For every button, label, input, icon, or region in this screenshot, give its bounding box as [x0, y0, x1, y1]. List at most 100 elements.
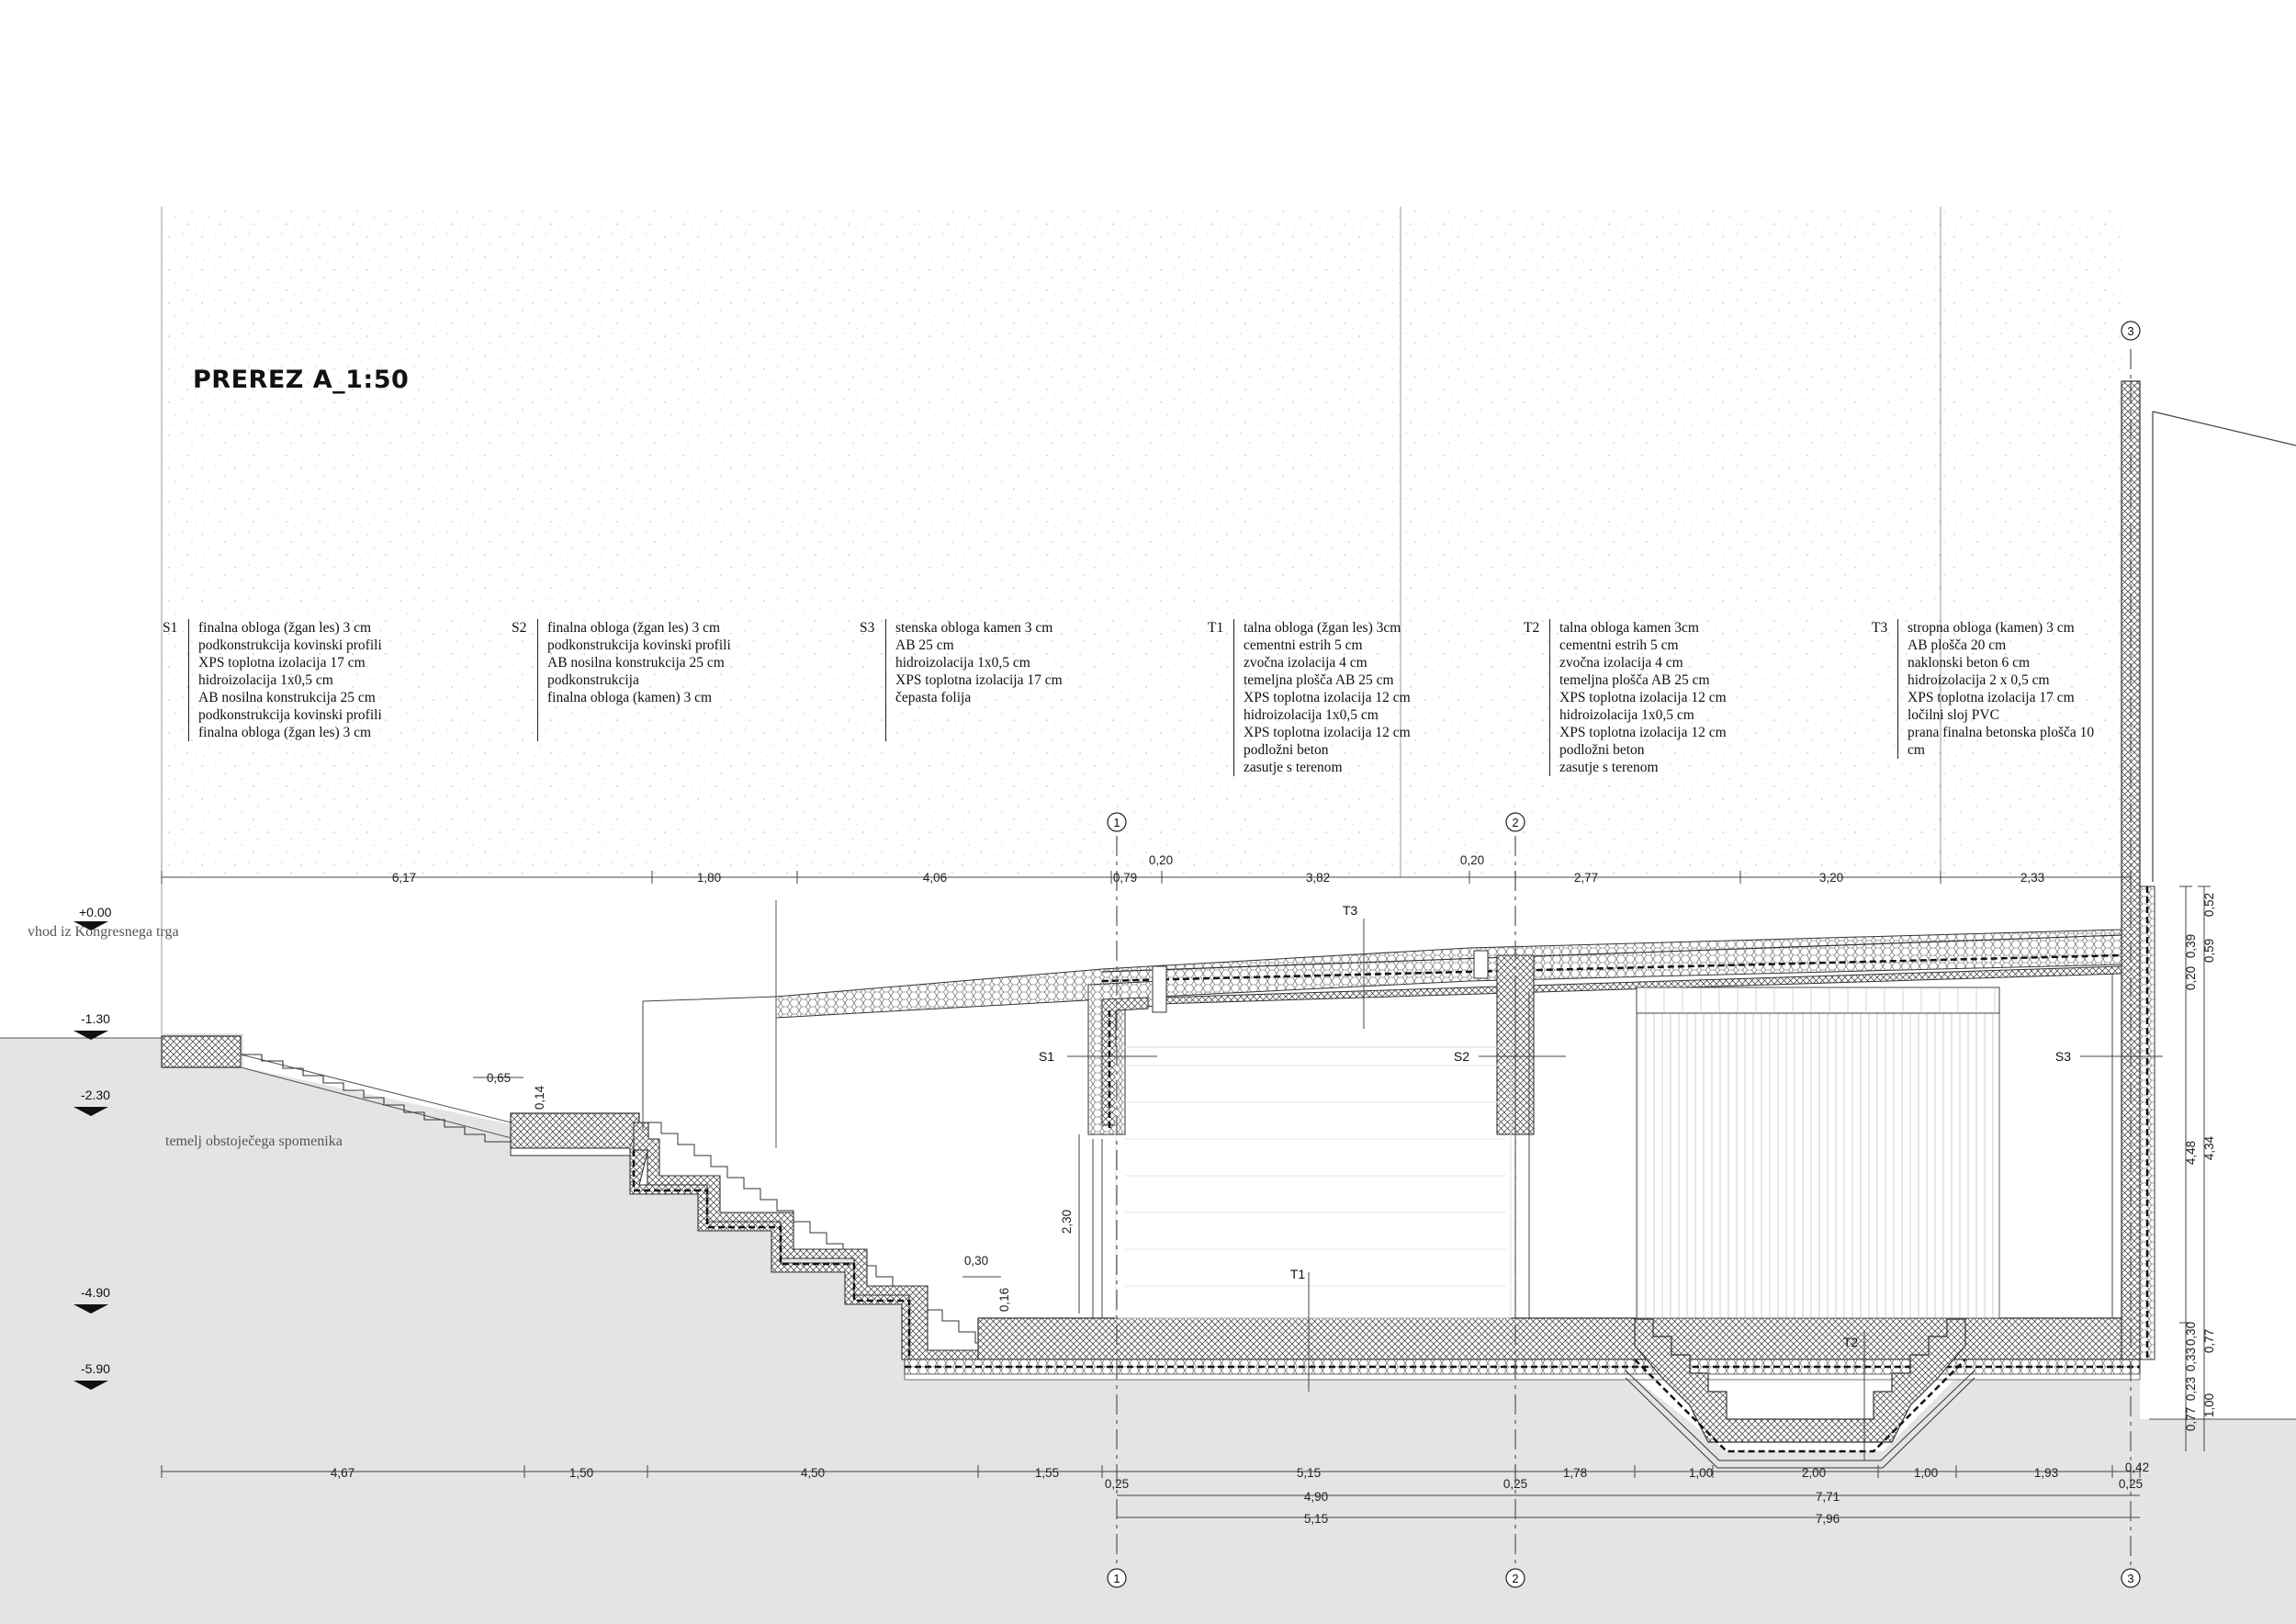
dim-misc: 0,65	[487, 1071, 511, 1085]
dim-right-inner: 0,33	[2184, 1348, 2198, 1371]
axis-label: 2	[1512, 1572, 1518, 1585]
dim-bottom-row2: 7,71	[1816, 1490, 1840, 1504]
dim-right-inner: 4,48	[2184, 1141, 2198, 1165]
legend-line: XPS toplotna izolacija 12 cm	[1244, 725, 1411, 740]
level-label: -4.90	[81, 1285, 110, 1300]
legend-line: zasutje s terenom	[1559, 760, 1659, 775]
dim-bottom: 1,00	[1914, 1466, 1938, 1480]
dim-top-small: 0,20	[1460, 853, 1484, 867]
legend-line: podkonstrukcija kovinski profili	[198, 637, 382, 653]
dim-top: 3,20	[1819, 871, 1843, 885]
axis-label: 3	[2127, 1572, 2133, 1585]
dim-right-inner: 0,77	[2184, 1407, 2198, 1431]
axis-bubble-2-bottom	[1505, 1568, 1525, 1588]
dim-misc: 0,14	[533, 1085, 546, 1110]
legend-code: S2	[512, 620, 527, 636]
dim-top: 0,79	[1113, 871, 1137, 885]
dim-bottom: 1,50	[569, 1466, 593, 1480]
legend-line: talna obloga (žgan les) 3cm	[1244, 620, 1401, 636]
legend-code: T1	[1208, 620, 1224, 636]
level-label: -1.30	[81, 1011, 110, 1026]
axis-label: 2	[1512, 816, 1518, 829]
dim-bottom-row3: 7,96	[1816, 1512, 1840, 1526]
legend-line: temeljna plošča AB 25 cm	[1244, 672, 1394, 688]
dim-bottom: 2,00	[1802, 1466, 1826, 1480]
dim-right-inner: 0,39	[2184, 934, 2198, 958]
dim-bottom-sub: 0,25	[1105, 1477, 1129, 1491]
legend-line: XPS toplotna izolacija 12 cm	[1559, 725, 1727, 740]
legend-line: hidroizolacija 1x0,5 cm	[198, 672, 333, 688]
legend-line: podkonstrukcija	[547, 672, 639, 688]
axis-bubble-1-top	[1107, 812, 1127, 832]
dim-bottom: 4,50	[801, 1466, 825, 1480]
sky-texture	[162, 207, 2122, 874]
dim-right-inner: 0,20	[2184, 966, 2198, 990]
dim-top: 6,17	[392, 871, 416, 885]
legend-code: S1	[163, 620, 178, 636]
legend-line: cementni estrih 5 cm	[1244, 637, 1363, 653]
section-label: S1	[1039, 1049, 1054, 1064]
dim-right-outer: 4,34	[2202, 1135, 2216, 1160]
dim-bottom-sub: 0,25	[2119, 1477, 2143, 1491]
dim-bottom: 1,78	[1563, 1466, 1587, 1480]
legend-line: AB plošča 20 cm	[1908, 637, 2007, 653]
screen-element	[1636, 987, 2000, 1319]
legend-line: zvočna izolacija 4 cm	[1559, 655, 1683, 671]
dim-bottom: 5,15	[1297, 1466, 1321, 1480]
stair-block-1	[510, 1112, 640, 1149]
axis-bubble-3-top	[2121, 321, 2141, 341]
legend-line: zvočna izolacija 4 cm	[1244, 655, 1367, 671]
legend-line: XPS toplotna izolacija 12 cm	[1559, 690, 1727, 705]
terrain-fill	[0, 1033, 2296, 1624]
dim-bottom-row2: 4,90	[1304, 1490, 1328, 1504]
legend-line: AB 25 cm	[895, 637, 954, 653]
dim-top-small: 0,20	[1149, 853, 1173, 867]
dim-right-inner: 0,30	[2184, 1322, 2198, 1346]
legend-line: hidroizolacija 1x0,5 cm	[1559, 707, 1694, 723]
legend-line: finalna obloga (žgan les) 3 cm	[547, 620, 721, 636]
level-label: +0.00	[79, 905, 112, 919]
wall-s3	[2121, 380, 2141, 1360]
legend-line: prana finalna betonska plošča 10	[1908, 725, 2095, 740]
dim-bottom: 4,67	[331, 1466, 355, 1480]
dim-right-outer: 0,59	[2202, 939, 2216, 963]
dim-right-outer: 0,77	[2202, 1329, 2216, 1353]
section-label: S2	[1454, 1049, 1469, 1064]
drawing-title: PREREZ A_1:50	[193, 366, 410, 394]
level-label: -2.30	[81, 1088, 110, 1102]
dim-bottom: 0,42	[2125, 1460, 2149, 1474]
section-label: T3	[1343, 903, 1358, 918]
legend-line: podkonstrukcija kovinski profili	[547, 637, 731, 653]
level-label: -5.90	[81, 1361, 110, 1376]
legend-line: hidroizolacija 1x0,5 cm	[1244, 707, 1379, 723]
legend-code: S3	[860, 620, 875, 636]
legend-line: cementni estrih 5 cm	[1559, 637, 1679, 653]
dim-right-outer: 1,00	[2202, 1393, 2216, 1417]
dim-bottom: 1,93	[2034, 1466, 2058, 1480]
dim-bottom: 1,00	[1689, 1466, 1713, 1480]
dim-top: 2,33	[2020, 871, 2044, 885]
dim-misc: 2,30	[1060, 1210, 1074, 1234]
axis-bubble-1-bottom	[1107, 1568, 1127, 1588]
legend-line: XPS toplotna izolacija 17 cm	[198, 655, 366, 671]
legend-line: podkonstrukcija kovinski profili	[198, 707, 382, 723]
dim-bottom: 1,55	[1035, 1466, 1059, 1480]
axis-label: 3	[2127, 324, 2133, 338]
legend-line: podložni beton	[1244, 742, 1329, 758]
section-label: S3	[2055, 1049, 2071, 1064]
legend-line: hidroizolacija 2 x 0,5 cm	[1908, 672, 2050, 688]
pool-basin-t2	[1634, 1318, 1966, 1443]
legend-line: finalna obloga (žgan les) 3 cm	[198, 725, 372, 740]
entrance-note: vhod iz Kongresnega trga	[28, 924, 179, 940]
legend-line: finalna obloga (žgan les) 3 cm	[198, 620, 372, 636]
legend-line: stropna obloga (kamen) 3 cm	[1908, 620, 2075, 636]
legend-line: stenska obloga kamen 3 cm	[895, 620, 1053, 636]
dim-right-outer: 0,52	[2202, 893, 2216, 917]
section-label: T1	[1290, 1267, 1306, 1281]
legend-line: talna obloga kamen 3cm	[1559, 620, 1699, 636]
dim-bottom-sub: 0,25	[1503, 1477, 1527, 1491]
legend-code: T2	[1524, 620, 1540, 636]
legend-line: hidroizolacija 1x0,5 cm	[895, 655, 1030, 671]
legend-line: XPS toplotna izolacija 12 cm	[1244, 690, 1411, 705]
